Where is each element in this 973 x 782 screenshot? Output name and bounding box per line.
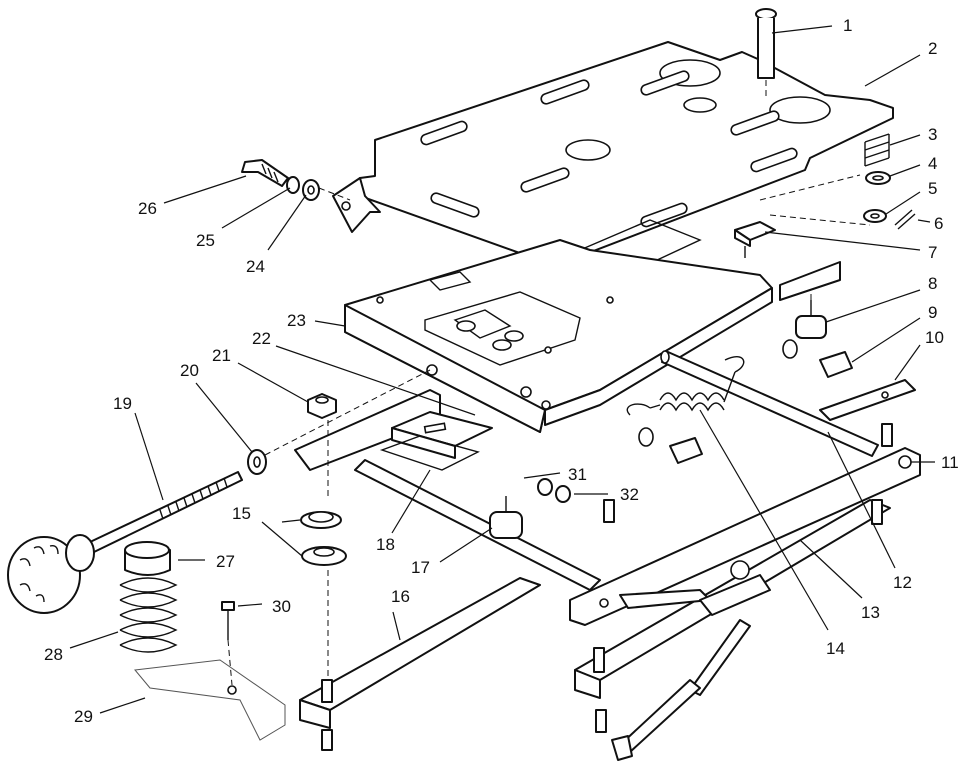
callout-15: 15 (232, 504, 251, 523)
release-lever (611, 560, 771, 761)
bushings (638, 339, 853, 464)
callout-27: 27 (216, 552, 235, 571)
cross-rod (660, 350, 879, 457)
callout-8: 8 (928, 274, 937, 293)
callout-28: 28 (44, 645, 63, 664)
adjustment-knob (7, 471, 243, 614)
callout-16: 16 (391, 587, 410, 606)
latch-bracket (734, 221, 841, 301)
callout-9: 9 (928, 303, 937, 322)
callout-21: 21 (212, 346, 231, 365)
base-frame (294, 379, 921, 729)
callout-23: 23 (287, 311, 306, 330)
callout-4: 4 (928, 154, 937, 173)
callout-3: 3 (928, 125, 937, 144)
callout-13: 13 (861, 603, 880, 622)
spring-assembly (119, 541, 286, 741)
callout-18: 18 (376, 535, 395, 554)
fasteners (241, 159, 916, 566)
callout-17: 17 (411, 558, 430, 577)
pivot-pin-spring (755, 8, 891, 185)
callout-7: 7 (928, 243, 937, 262)
callout-31: 31 (568, 465, 587, 484)
callout-11: 11 (941, 453, 959, 472)
callout-24: 24 (246, 257, 265, 276)
callout-29: 29 (74, 707, 93, 726)
callout-20: 20 (180, 361, 199, 380)
callout-10: 10 (925, 328, 944, 347)
callout-30: 30 (272, 597, 291, 616)
callout-1: 1 (843, 16, 852, 35)
leader-lines (69, 25, 935, 714)
mounting-studs (321, 423, 893, 751)
callout-6: 6 (934, 214, 943, 233)
callout-32: 32 (620, 485, 639, 504)
lower-seat-frame (344, 239, 773, 433)
callout-22: 22 (252, 329, 271, 348)
rubber-bumpers (489, 300, 827, 539)
callout-14: 14 (826, 639, 845, 658)
assembly-lines (227, 80, 871, 686)
extension-spring (626, 355, 745, 416)
callout-2: 2 (928, 39, 937, 58)
callout-25: 25 (196, 231, 215, 250)
callout-19: 19 (113, 394, 132, 413)
callout-labels: 1 2 3 4 5 6 7 8 9 10 11 12 13 14 15 16 1… (44, 16, 959, 726)
slide-pad (379, 411, 493, 471)
callout-26: 26 (138, 199, 157, 218)
callout-5: 5 (928, 179, 937, 198)
callout-12: 12 (893, 573, 912, 592)
